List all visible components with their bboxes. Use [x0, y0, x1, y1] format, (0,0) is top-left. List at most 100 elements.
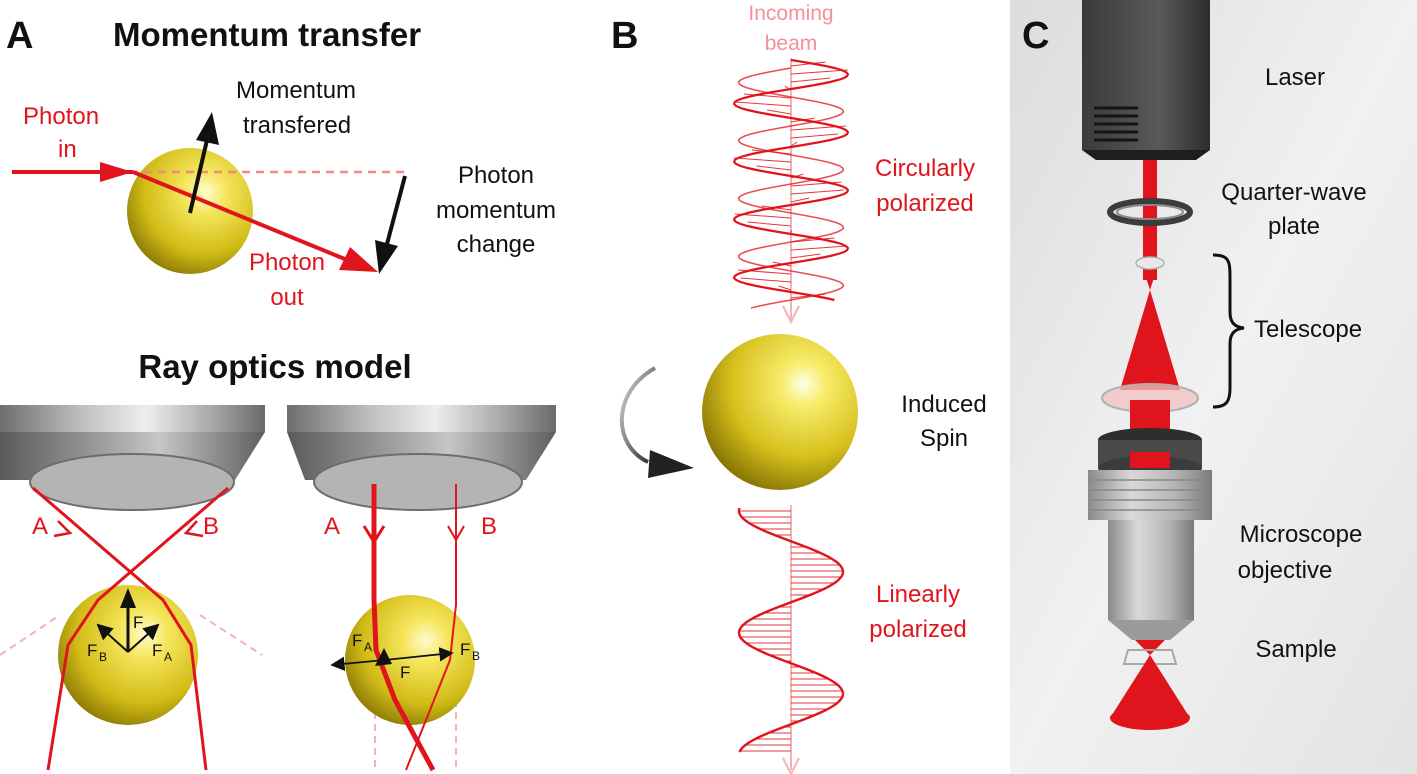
helix-field-vector — [734, 213, 792, 219]
force-b-sub-right: B — [472, 649, 480, 663]
spin-arrowhead — [648, 450, 694, 478]
quarter-wave-plate — [1107, 198, 1193, 226]
linearly-label-2: polarized — [869, 616, 966, 643]
photon-in-label-1: Photon — [23, 103, 99, 130]
circularly-label-1: Circularly — [875, 155, 975, 182]
helix-field-vector — [790, 189, 845, 195]
helix-field-vector — [761, 205, 792, 211]
linear-wave-curve — [737, 507, 845, 753]
momentum-transfer-title: Momentum transfer — [113, 16, 421, 53]
helix-field-vector — [790, 293, 826, 299]
helix-field-vector — [784, 85, 792, 91]
helix-field-vector — [736, 101, 792, 107]
force-b-label-right: F — [460, 640, 470, 659]
force-a-label-left: F — [152, 641, 162, 660]
telescope-label: Telescope — [1254, 316, 1362, 343]
helix-field-vector — [743, 93, 792, 99]
panel-a: A Momentum transfer Photon in Momentum t… — [0, 15, 556, 772]
sample-label: Sample — [1255, 636, 1336, 663]
helix-field-vector — [790, 141, 798, 147]
spin-arrow — [619, 366, 656, 464]
photon-out-label-2: out — [270, 284, 304, 311]
helix-field-vector — [790, 197, 810, 203]
incoming-beam-label-1: Incoming — [748, 2, 833, 25]
helix-field-vector — [778, 285, 792, 291]
panel-label-c: C — [1022, 15, 1049, 57]
quarter-wave-label-1: Quarter-wave — [1221, 179, 1366, 206]
helix-field-vector — [756, 165, 792, 171]
telescope-brace — [1212, 253, 1245, 409]
ray-optics-left — [0, 405, 265, 771]
helix-field-vector — [790, 245, 848, 251]
incoming-beam-label-2: beam — [765, 32, 818, 55]
force-a-sub-left: A — [164, 650, 172, 664]
induced-spin-label-2: Spin — [920, 425, 968, 452]
photon-out-arrowhead — [339, 247, 378, 272]
quarter-wave-label-2: plate — [1268, 213, 1320, 240]
ray-b-left — [46, 486, 229, 771]
force-label-left: F — [133, 613, 143, 632]
helix-field-vector — [737, 269, 792, 275]
force-label-right: F — [400, 663, 410, 682]
force-a-sub-right: A — [364, 640, 372, 654]
objective-label-2: objective — [1238, 557, 1333, 584]
helix-field-vector — [790, 117, 815, 123]
helix-field-vector — [790, 173, 804, 179]
panel-b: B Incoming beam Circularly polarized Ind… — [611, 2, 987, 774]
panel-label-a: A — [6, 15, 33, 57]
helix-field-vector — [740, 277, 792, 283]
telescope-lens-1 — [1135, 256, 1165, 270]
ray-a-label-right: A — [324, 513, 340, 540]
panel-c-background — [1010, 0, 1417, 774]
helix-field-vector — [790, 253, 821, 259]
momentum-transfer-vector — [188, 139, 209, 214]
force-a-vector-left — [127, 623, 160, 653]
helix-field-vector — [767, 109, 792, 115]
linear-polarization-wave — [737, 507, 845, 753]
bead-left — [58, 585, 198, 725]
spinning-bead — [702, 334, 858, 490]
momentum-transfered-label-1: Momentum — [236, 77, 356, 104]
helix-field-vector — [790, 133, 839, 139]
photon-out-label-1: Photon — [249, 249, 325, 276]
momentum-change-vector — [385, 175, 407, 245]
photon-momentum-label-2: momentum — [436, 197, 556, 224]
helix-field-vector — [790, 181, 842, 187]
photon-in-arrowhead — [100, 162, 133, 182]
photon-out-ray — [132, 170, 353, 264]
photon-in-label-2: in — [58, 136, 77, 163]
helix-field-vector — [790, 69, 848, 75]
force-b-vector-right — [384, 647, 454, 662]
sample-beam-cone — [1110, 655, 1190, 718]
objective-lens-left — [0, 405, 265, 432]
helix-field-vector — [751, 149, 792, 155]
force-a-label-right: F — [352, 631, 362, 650]
momentum-transfered-label-2: transfered — [243, 112, 351, 139]
ray-optics-right — [287, 405, 556, 772]
helix-field-vector — [790, 61, 826, 67]
ray-a-left — [32, 486, 208, 771]
laser-body — [1082, 0, 1210, 160]
helix-field-vector — [747, 221, 792, 227]
momentum-arrowhead — [196, 112, 219, 145]
ray-b-label-left: B — [203, 513, 219, 540]
ray-optics-title: Ray optics model — [138, 348, 411, 385]
panel-c: C — [1010, 0, 1417, 774]
laser-label: Laser — [1265, 64, 1325, 91]
force-b-label-left: F — [87, 641, 97, 660]
photon-momentum-label-1: Photon — [458, 162, 534, 189]
objective-label-1: Microscope — [1240, 521, 1363, 548]
momentum-change-arrowhead — [375, 240, 398, 274]
sample-slide — [1122, 649, 1178, 665]
microscope-objective — [1088, 428, 1212, 640]
momentum-transfer-diagram — [12, 112, 407, 274]
force-b-sub-left: B — [99, 650, 107, 664]
panel-label-b: B — [611, 15, 638, 57]
ray-a-right — [371, 484, 436, 772]
helix-field-vector — [790, 77, 831, 83]
objective-lens-right — [287, 405, 556, 432]
force-a-vector-right — [330, 656, 386, 671]
helix-field-vector — [734, 157, 792, 163]
helix-field-vector — [790, 125, 846, 131]
